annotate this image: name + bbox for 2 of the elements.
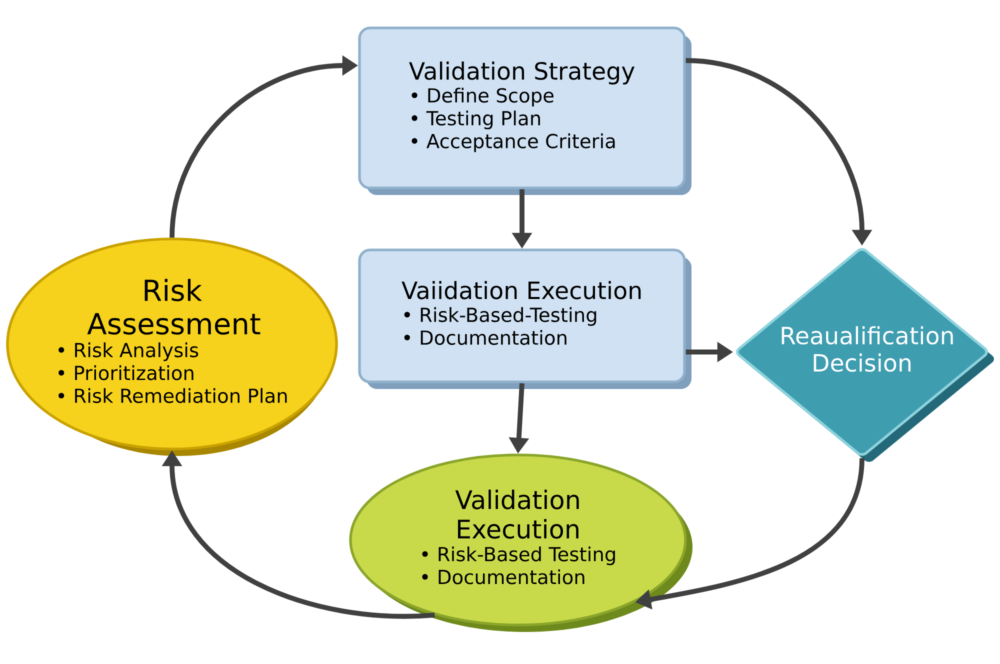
process-box: Vaiidation Execution • Risk-Based-Testing • Documentation xyxy=(358,248,692,389)
process-box: Validation Strategy • Define Scope • Testing Plan • Acceptance Criteria xyxy=(358,26,692,195)
